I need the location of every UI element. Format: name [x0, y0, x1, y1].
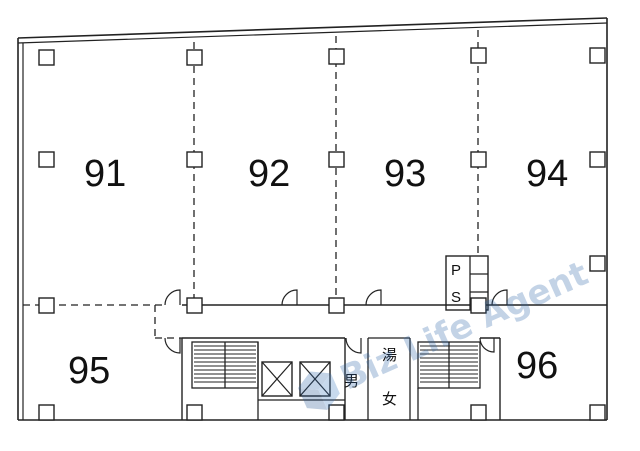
column — [328, 151, 345, 168]
column — [328, 48, 345, 65]
stairwell-left — [191, 341, 259, 420]
restroom-block — [367, 337, 411, 420]
column — [589, 404, 606, 421]
column — [328, 404, 345, 421]
structural-columns — [38, 47, 606, 421]
column — [38, 49, 55, 66]
mens-restroom-label: 男 — [344, 372, 359, 390]
column — [186, 404, 203, 421]
column — [38, 151, 55, 168]
column — [38, 404, 55, 421]
unit-partitions — [23, 30, 479, 339]
column — [328, 297, 345, 314]
column — [589, 255, 606, 272]
outer-walls — [17, 17, 608, 421]
column — [186, 151, 203, 168]
watermark-logo: Biz Life Agent — [298, 254, 594, 410]
ps-label-s: S — [451, 289, 461, 306]
unit-label-93[interactable]: 93 — [384, 153, 426, 195]
column — [470, 297, 487, 314]
column — [38, 297, 55, 314]
column — [186, 297, 203, 314]
womens-restroom-label: 女 — [382, 390, 397, 408]
ps-label-p: P — [451, 262, 461, 279]
unit-labels: 91 92 93 94 95 96 — [68, 153, 568, 392]
elevator-bank — [258, 361, 345, 401]
door-swings — [164, 289, 508, 354]
column — [186, 49, 203, 66]
stairwell-right — [417, 341, 481, 420]
column — [470, 404, 487, 421]
kitchenette-label: 湯 — [382, 346, 397, 364]
ps-shaft: P S — [445, 255, 489, 311]
column — [470, 47, 487, 64]
unit-label-95[interactable]: 95 — [68, 350, 110, 392]
unit-label-91[interactable]: 91 — [84, 153, 126, 195]
column — [470, 151, 487, 168]
cube-icon — [298, 371, 331, 390]
unit-label-92[interactable]: 92 — [248, 153, 290, 195]
unit-label-94[interactable]: 94 — [526, 153, 568, 195]
facility-labels: 男 女 湯 — [344, 346, 397, 408]
corridor-walls — [181, 304, 607, 420]
unit-label-96[interactable]: 96 — [516, 345, 558, 387]
column — [589, 47, 606, 64]
column — [589, 151, 606, 168]
